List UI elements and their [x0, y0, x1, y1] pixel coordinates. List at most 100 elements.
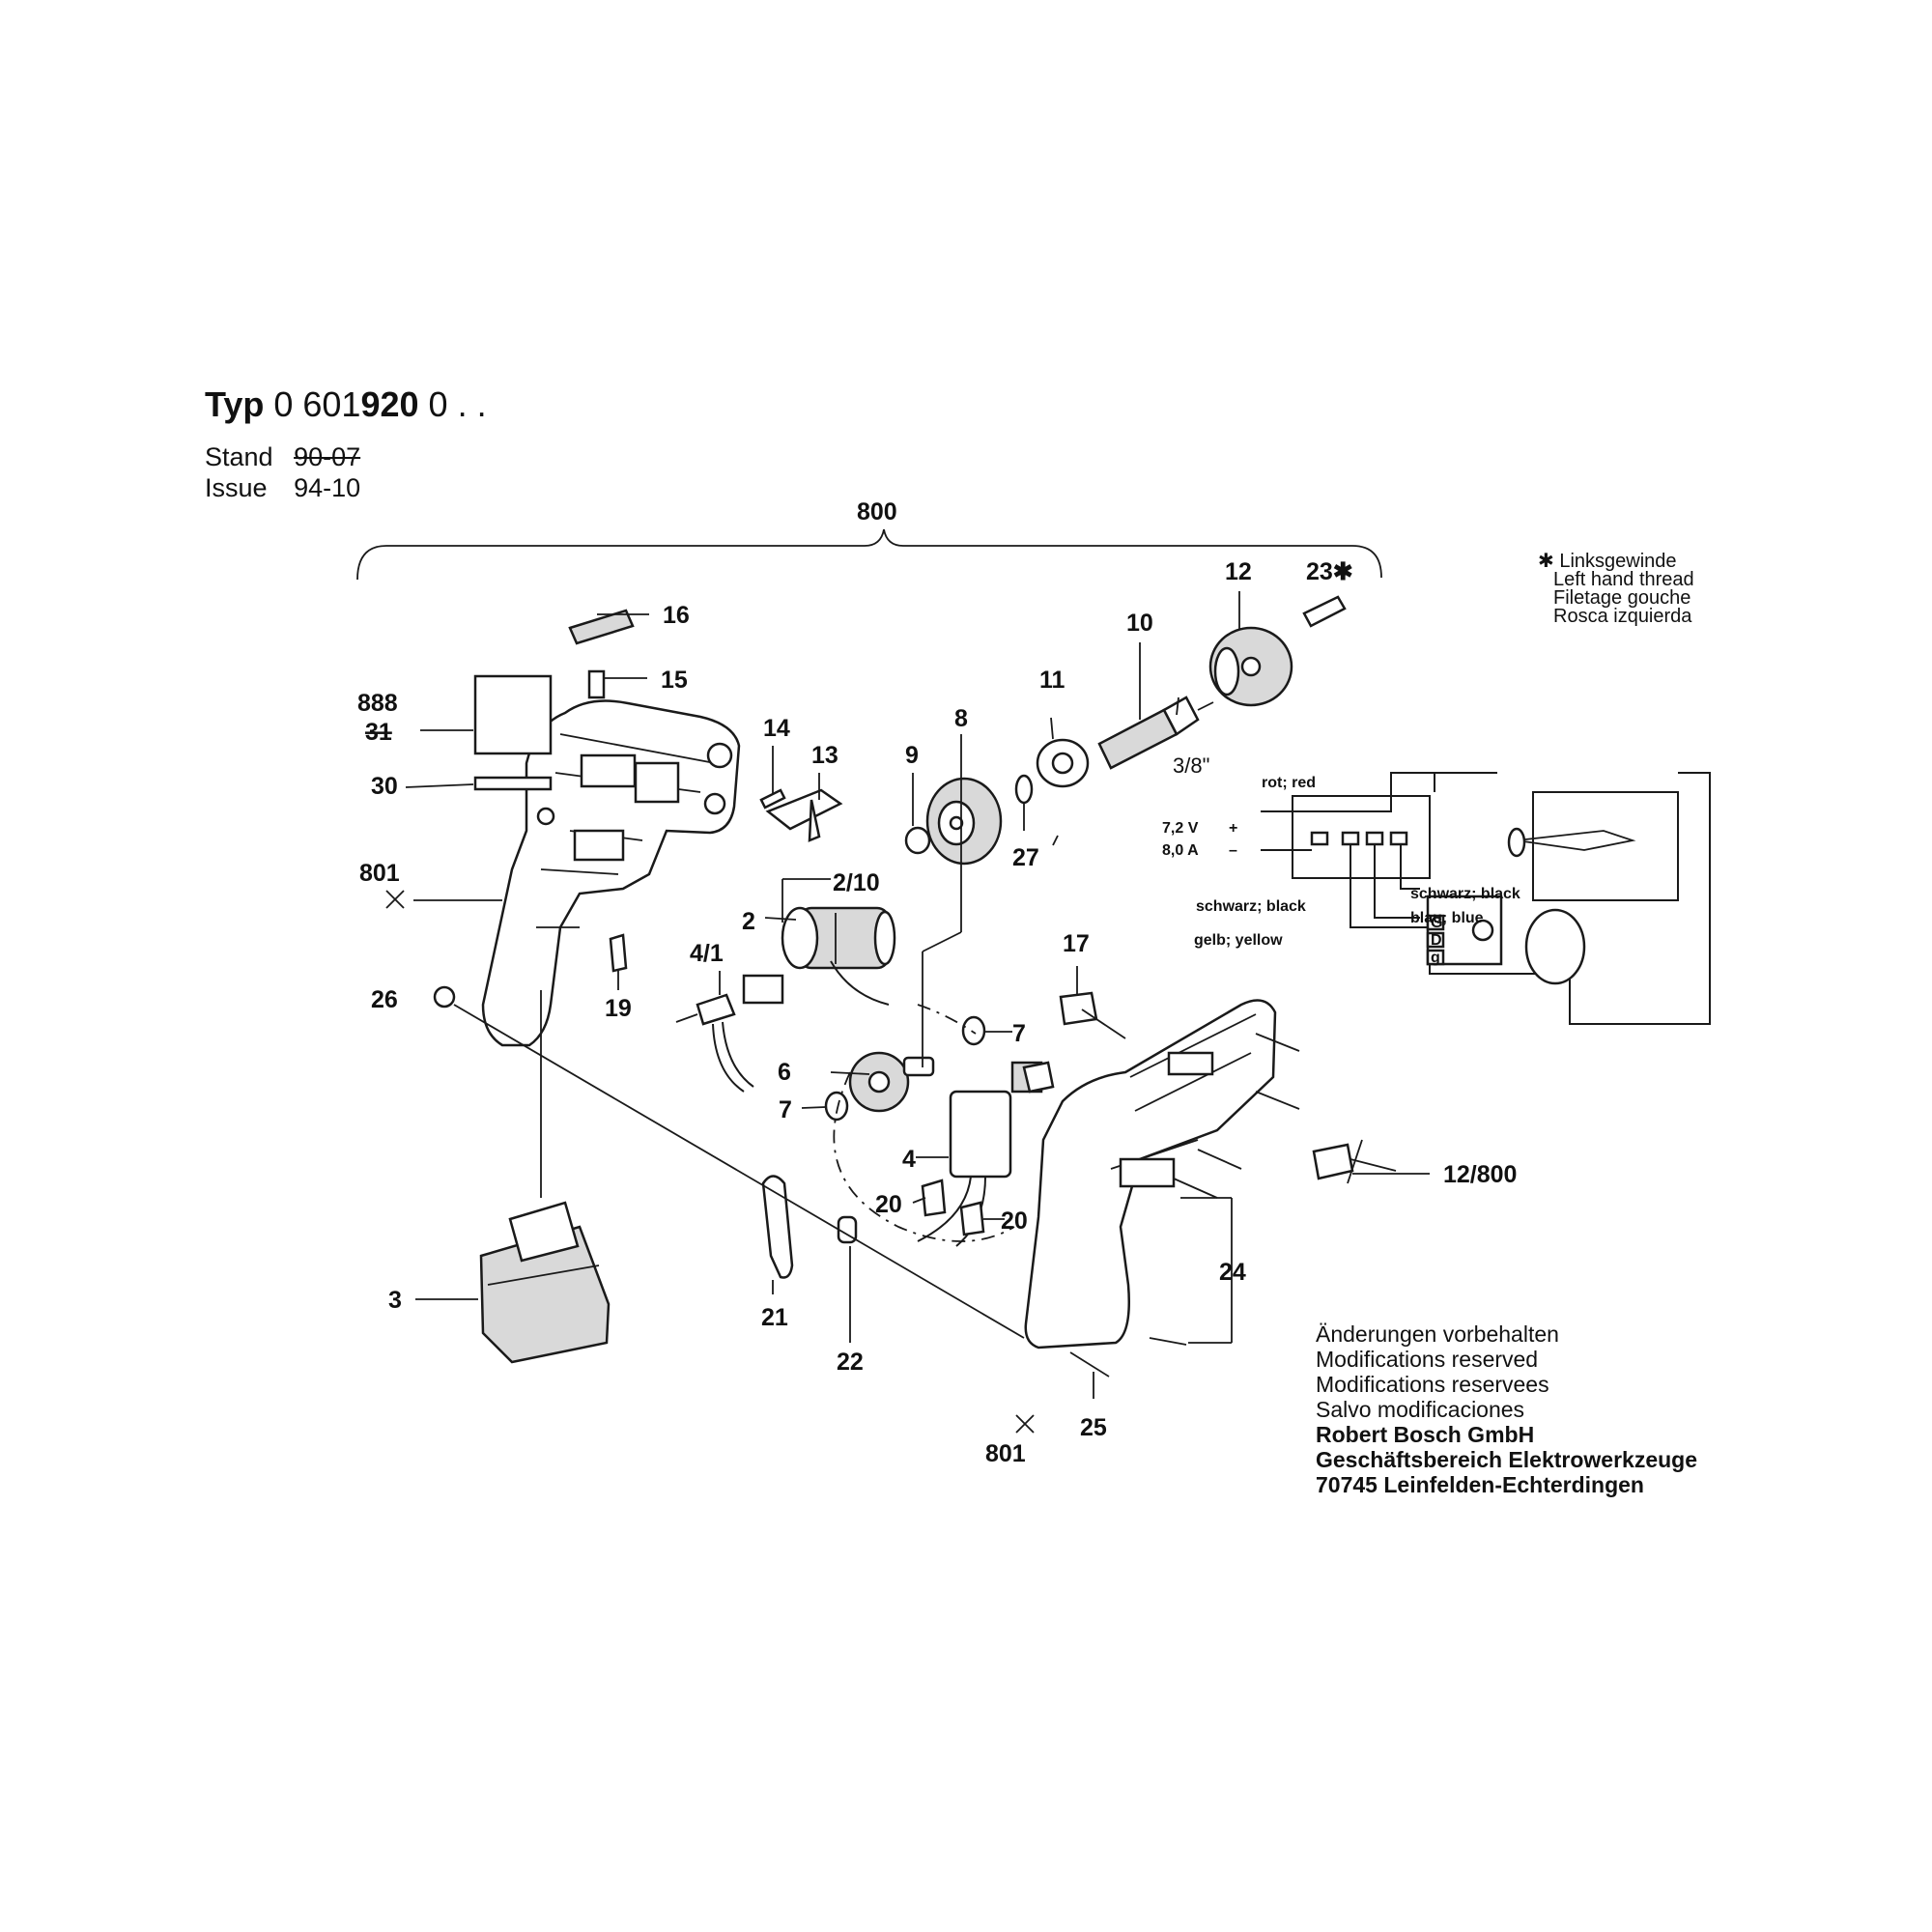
label-31: 31: [365, 719, 392, 746]
ball-bearing-11: [1036, 738, 1090, 788]
label-17: 17: [1063, 930, 1090, 957]
note-star: ✱: [1538, 551, 1554, 572]
part-labels: 800 888 31 30 801 801 26 16 15 14 13 19 …: [357, 498, 1517, 1467]
typ-prefix: 0 601: [273, 384, 361, 424]
right-housing-shell: [1024, 999, 1277, 1350]
stand-line: Stand 90-07: [205, 442, 360, 472]
issue-line: Issue 94-10: [205, 473, 360, 503]
wiring-labels: rot; red 7,2 V + 8,0 A – schwarz; black …: [1162, 775, 1520, 966]
pin-g2: g: [1431, 950, 1440, 966]
nut-26: [433, 985, 456, 1009]
assembly-bracket-800: [356, 528, 1382, 581]
issue-label: Issue: [205, 473, 268, 502]
footer-block: Änderungen vorbehalten Modifications res…: [1316, 1321, 1697, 1497]
label-27: 27: [1012, 844, 1039, 871]
switch-4: [917, 1061, 1055, 1247]
label-12-800: 12/800: [1443, 1161, 1517, 1188]
note-line-2: Left hand thread: [1553, 569, 1694, 590]
leader-lines: [405, 591, 1430, 1399]
motor: [781, 906, 896, 1006]
pin-d: D: [1431, 932, 1442, 949]
label-6: 6: [778, 1059, 791, 1086]
label-22: 22: [837, 1349, 864, 1376]
brush-holder: [675, 974, 784, 1093]
pin-14: [759, 788, 786, 810]
wire-red: rot; red: [1262, 775, 1316, 791]
screwdriver-bit: [568, 609, 635, 645]
footer-division: Geschäftsbereich Elektrowerkzeuge: [1316, 1447, 1697, 1472]
bit-clip: [587, 669, 606, 699]
label-2: 2: [742, 908, 755, 935]
clip-19: [609, 933, 628, 973]
cover-plate: [765, 788, 843, 831]
type-header: Typ 0 601920 0 . .: [205, 384, 487, 425]
clip-20a: [921, 1179, 947, 1217]
label-801b: 801: [985, 1440, 1026, 1467]
label-20b: 20: [1001, 1208, 1028, 1235]
label-30: 30: [371, 773, 398, 800]
label-8: 8: [954, 705, 968, 732]
label-25: 25: [1080, 1414, 1107, 1441]
label-14: 14: [763, 715, 790, 742]
wire-current: 8,0 A: [1162, 842, 1199, 859]
wire-plus: +: [1229, 820, 1237, 837]
label-24: 24: [1219, 1259, 1246, 1286]
label-7a: 7: [779, 1096, 792, 1123]
planetary-gear-8: [925, 777, 1003, 866]
footer-address: 70745 Leinfelden-Echterdingen: [1316, 1472, 1644, 1497]
gear-6: [848, 1051, 935, 1113]
note-line-1: Linksgewinde: [1559, 551, 1677, 572]
wiring-schematic: [1261, 772, 1711, 1025]
wire-yellow: gelb; yellow: [1194, 932, 1283, 949]
label-10: 10: [1126, 610, 1153, 637]
housing-screws: [1069, 1033, 1300, 1378]
typ-suffix: 0 . .: [428, 384, 487, 424]
wire-blue: blau; blue: [1410, 910, 1484, 926]
label-11: 11: [1039, 667, 1065, 694]
label-21: 21: [761, 1304, 788, 1331]
pin-g: G: [1431, 915, 1442, 931]
label-2-10: 2/10: [833, 869, 880, 896]
chuck-key: [1312, 1139, 1397, 1184]
label-19: 19: [605, 995, 632, 1022]
cross-mark-801b: [1015, 1414, 1035, 1434]
label-23: 23✱: [1306, 558, 1353, 585]
footer-line-2: Modifications reserved: [1316, 1347, 1539, 1372]
footer-line-4: Salvo modificaciones: [1316, 1397, 1525, 1422]
label-thread-size: 3/8": [1173, 753, 1209, 778]
stand-value: 90-07: [294, 442, 361, 471]
issue-value: 94-10: [294, 473, 361, 502]
wire-minus: –: [1229, 842, 1237, 859]
bearing-7b: [961, 1015, 986, 1046]
stand-label: Stand: [205, 442, 273, 471]
footer-company: Robert Bosch GmbH: [1316, 1422, 1535, 1447]
typ-bold: 920: [360, 384, 419, 424]
clip-20b: [959, 1201, 985, 1236]
label-20a: 20: [875, 1191, 902, 1218]
note-line-3: Filetage gouche: [1553, 587, 1691, 609]
label-4: 4: [902, 1146, 916, 1173]
label-800: 800: [857, 498, 897, 526]
left-hand-screw: [1302, 595, 1347, 628]
label-16: 16: [663, 602, 690, 629]
label-3: 3: [388, 1287, 402, 1314]
label-sticker: [473, 674, 553, 755]
label-888: 888: [357, 690, 398, 717]
assembly-axis-lines: [453, 778, 1126, 1339]
battery-pack: [479, 1201, 611, 1364]
thread-note: ✱ Linksgewinde Left hand thread Filetage…: [1538, 551, 1694, 626]
label-26: 26: [371, 986, 398, 1013]
label-801a: 801: [359, 860, 400, 887]
bearing-7a: [824, 1091, 849, 1122]
spring-17: [1059, 991, 1098, 1026]
belt-clip: [761, 1175, 794, 1279]
label-13: 13: [811, 742, 838, 769]
wire-black-right: schwarz; black: [1410, 886, 1520, 902]
label-4-1: 4/1: [690, 940, 724, 967]
label-12: 12: [1225, 558, 1252, 585]
footer-line-1: Änderungen vorbehalten: [1316, 1321, 1559, 1347]
label-7b: 7: [1012, 1020, 1026, 1047]
drill-chuck-12: [1208, 626, 1293, 707]
cross-mark-801a: [385, 890, 405, 909]
